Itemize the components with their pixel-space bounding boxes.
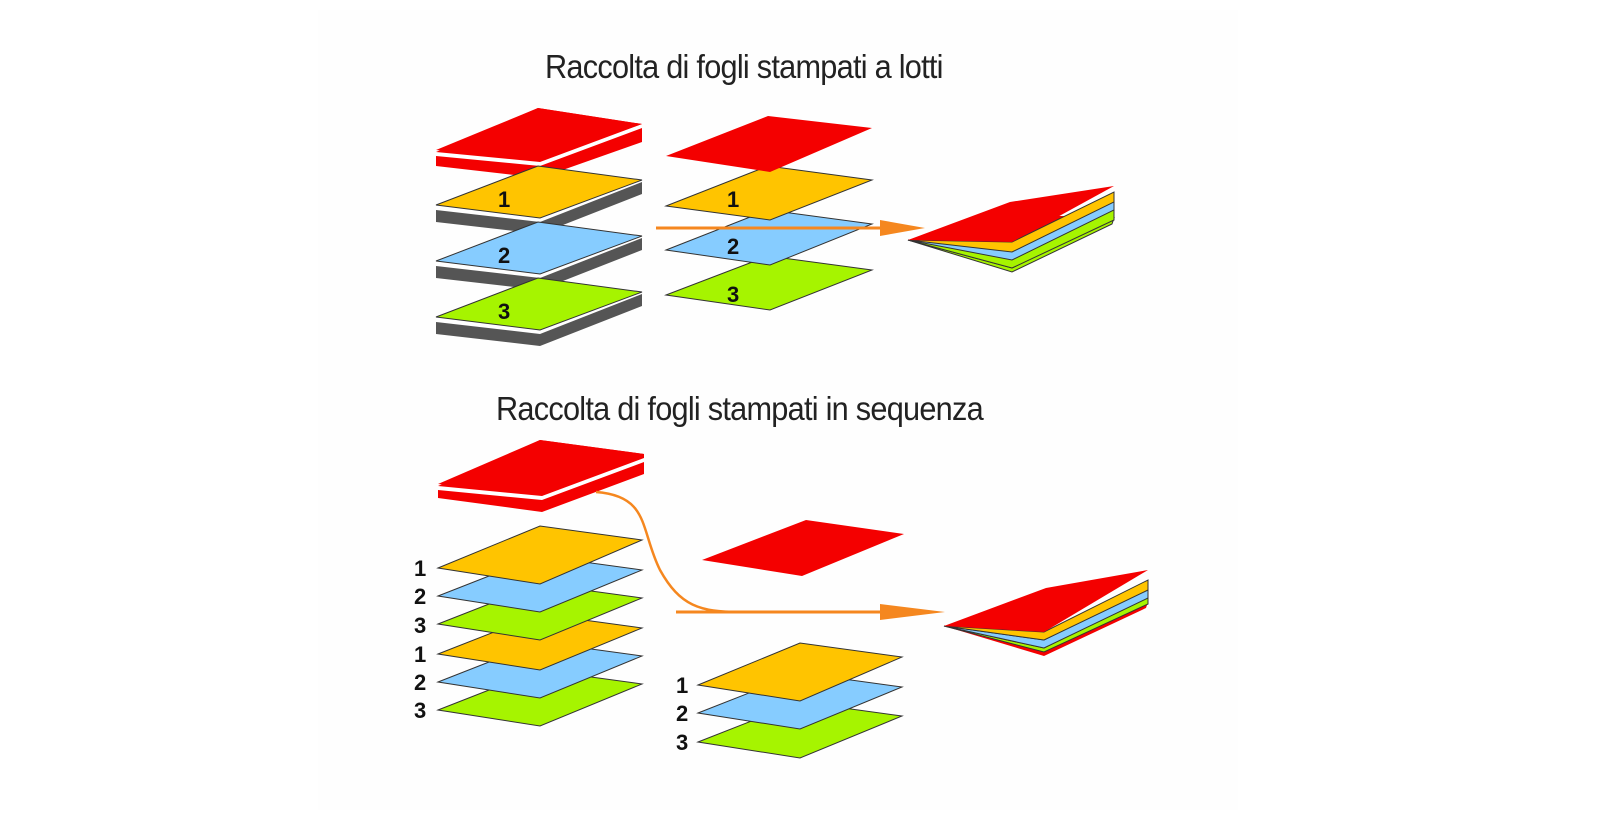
batch-cover-stack — [436, 108, 642, 178]
sequence-collected-sheets: 1 2 3 — [676, 642, 904, 759]
batch-sheet-stack-3: 3 — [435, 277, 643, 346]
collected-label: 3 — [676, 730, 688, 755]
collected-label-3: 3 — [727, 282, 739, 307]
sequence-result-booklet — [943, 570, 1149, 656]
arrow-head-icon — [880, 220, 925, 236]
batch-collected-sheets: 3 2 1 — [664, 116, 874, 311]
title-batch-collection: Raccolta di fogli stampati a lotti — [545, 48, 943, 85]
sequence-loose-cover — [702, 520, 904, 576]
batch-result-booklet — [907, 186, 1115, 273]
title-sequence-collection: Raccolta di fogli stampati in sequenza — [496, 390, 984, 427]
batch-label-3: 3 — [498, 299, 510, 324]
sequence-label: 1 — [414, 642, 426, 667]
sequence-label: 3 — [414, 613, 426, 638]
collected-label: 2 — [676, 701, 688, 726]
sequence-label: 3 — [414, 698, 426, 723]
sequence-label: 2 — [414, 584, 426, 609]
batch-label-2: 2 — [498, 243, 510, 268]
sequence-sheet-stack: 1 2 3 1 2 3 — [414, 525, 644, 727]
batch-sheet-stack-1: 1 — [435, 165, 643, 234]
arrow-head-icon — [880, 604, 945, 620]
sequence-label: 1 — [414, 556, 426, 581]
sequence-label: 2 — [414, 670, 426, 695]
batch-sheet-stack-2: 2 — [435, 221, 643, 290]
sequence-curved-arrow — [595, 490, 741, 614]
batch-label-1: 1 — [498, 187, 510, 212]
sequence-cover-stack — [438, 440, 644, 512]
collected-label-1: 1 — [727, 187, 739, 212]
collected-label-2: 2 — [727, 234, 739, 259]
collected-label: 1 — [676, 673, 688, 698]
